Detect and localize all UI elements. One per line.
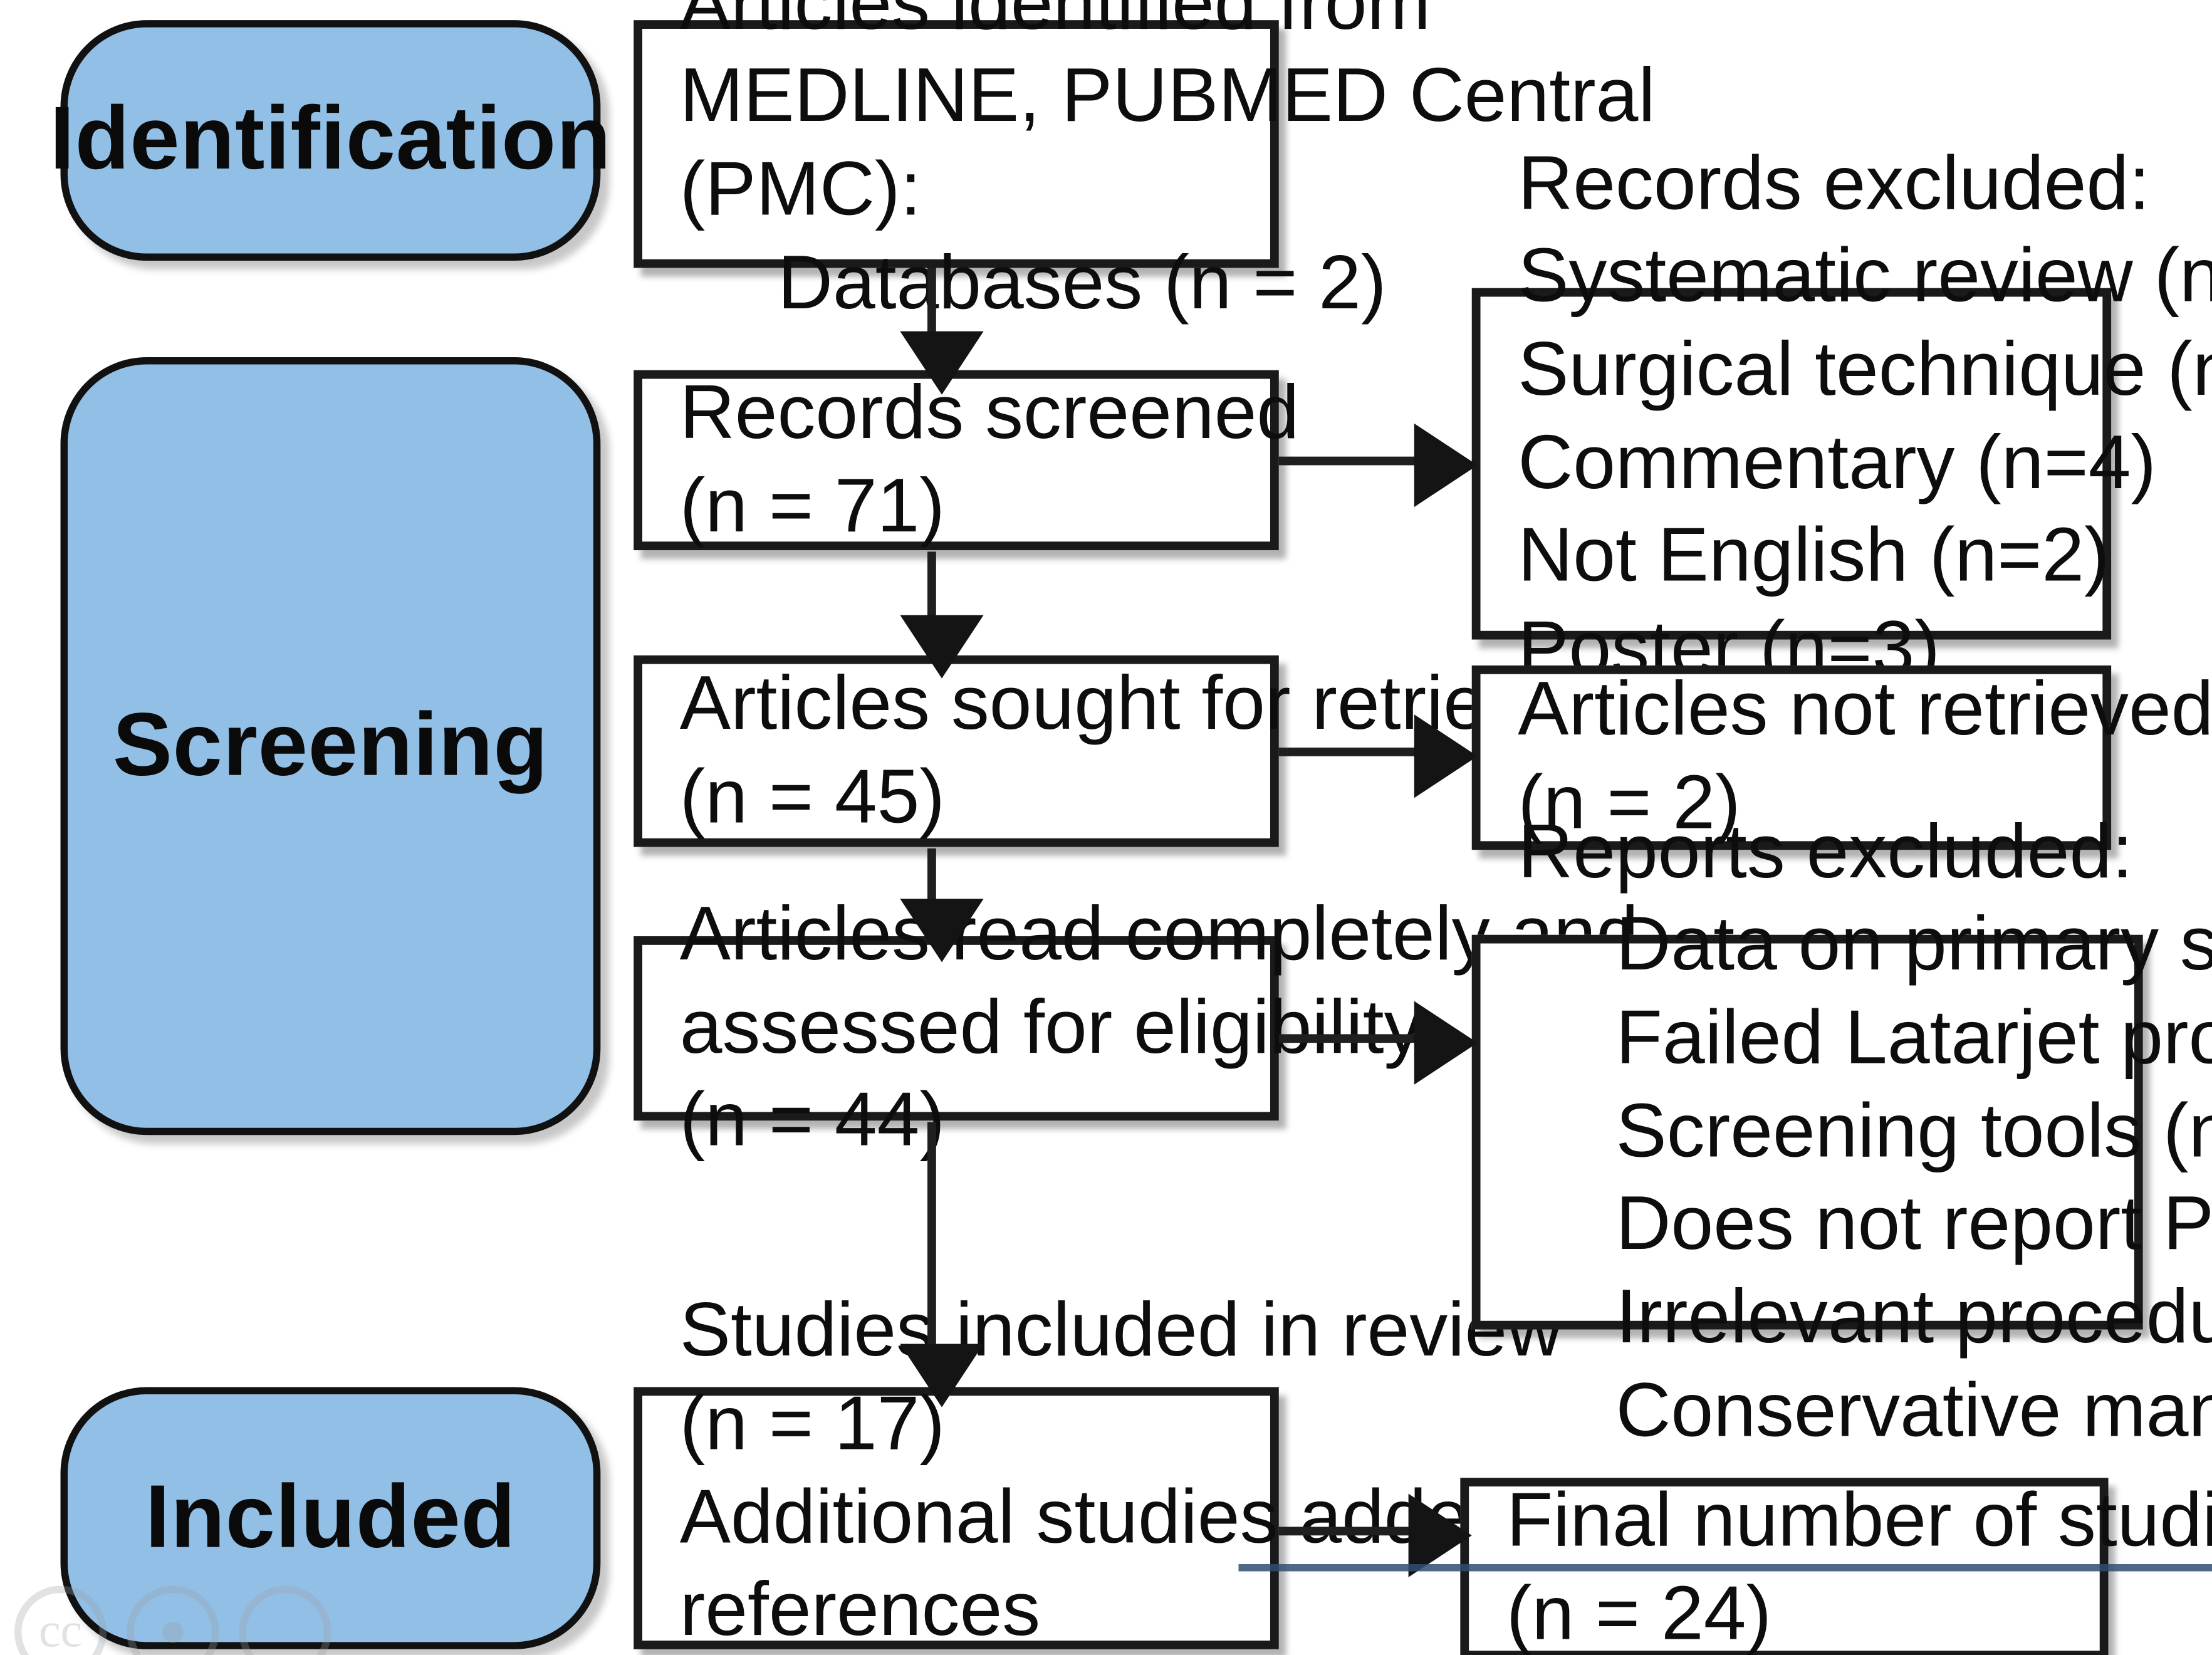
node-line: assessed for eligibility [679, 984, 1422, 1070]
cc-circle-icon [239, 1585, 331, 1655]
node-line: Does not report PRO (n=4) [1615, 1181, 2212, 1267]
arrowhead-sought-to-not-retrieved [1414, 714, 1478, 798]
stage-identification: Identification [50, 20, 611, 261]
arrowhead-read-to-reports-excluded [1414, 1001, 1478, 1085]
node-line: Screening tools (n=3) [1615, 1088, 2212, 1174]
connector-included-to-final [1278, 1527, 1417, 1536]
node-reports-excluded: Reports excluded: Data on primary surger… [1471, 809, 2212, 1453]
node-articles-identified: Articles identified from MEDLINE, PUBMED… [634, 0, 1656, 325]
connector-read-to-reports-excluded [1278, 1034, 1423, 1043]
node-line: Articles identified from [679, 0, 1431, 46]
node-line: Surgical technique (n=4) [1518, 326, 2212, 412]
node-line: (n = 44) [679, 1078, 945, 1163]
arrowhead-screened-to-sought [900, 615, 984, 679]
arrowhead-included-to-final [1408, 1493, 1472, 1577]
node-line: Conservative management (n = 1) [1615, 1367, 2212, 1453]
node-line: Articles not retrieved [1518, 667, 2212, 753]
node-line: Additional studies added from [679, 1474, 1686, 1560]
node-line: (n = 45) [679, 754, 945, 839]
footer-divider [1238, 1564, 2212, 1572]
node-line: Databases (n = 2) [778, 240, 1387, 325]
node-articles-not-retrieved: Articles not retrieved (n = 2) [1471, 665, 2212, 850]
cc-by-icon: ● [127, 1585, 219, 1655]
node-line: Not English (n=2) [1518, 513, 2110, 598]
arrowhead-screened-to-records-excluded [1414, 423, 1478, 508]
node-line: Records screened [679, 370, 1300, 455]
connector-read-to-included [927, 1122, 936, 1350]
connector-screened-to-sought [927, 551, 936, 621]
node-articles-read-assessed: Articles read completely and assessed fo… [634, 892, 1639, 1163]
footer-license-badges: cc ● [14, 1585, 331, 1655]
node-line: Irrelevant procedure (n=1) [1615, 1275, 2212, 1360]
node-line: MEDLINE, PUBMED Central [679, 53, 1656, 139]
node-line: (PMC): [679, 147, 922, 232]
node-line: Reports excluded: [1518, 809, 2134, 894]
stage-identification-label: Identification [50, 90, 612, 190]
node-line: Systematic review (n =8) [1518, 234, 2212, 319]
connector-screened-to-records-excluded [1278, 456, 1423, 466]
arrowhead-sought-to-read [900, 899, 984, 963]
connector-identified-to-screened [927, 268, 936, 337]
stage-screening-label: Screening [112, 695, 548, 795]
node-line: Data on primary surgery (n = 13) [1615, 902, 2212, 988]
node-records-screened: Records screened (n = 71) [634, 370, 1300, 551]
node-line: references [679, 1567, 1041, 1653]
stage-included-label: Included [145, 1467, 516, 1567]
node-records-excluded: Records excluded: Systematic review (n =… [1471, 141, 2212, 785]
cc-badge-icon: cc [14, 1585, 107, 1655]
node-studies-included-review: Studies included in review (n = 17) Addi… [634, 1288, 1686, 1652]
connector-sought-to-not-retrieved [1278, 747, 1423, 756]
node-line: Commentary (n=4) [1518, 420, 2157, 506]
node-line: Studies included in review [679, 1288, 1563, 1374]
node-line: (n = 2) [1518, 760, 1741, 846]
node-line: Failed Latarjet procedure (n = 3) [1615, 995, 2212, 1080]
node-articles-sought: Articles sought for retrieval (n = 45) [634, 655, 1583, 847]
node-line: (n = 24) [1506, 1571, 1772, 1655]
connector-sought-to-read [927, 848, 936, 909]
node-line: (n = 71) [679, 462, 945, 548]
node-line: Records excluded: [1518, 140, 2151, 226]
stage-screening: Screening [60, 357, 601, 1136]
arrowhead-identified-to-screened [900, 331, 984, 395]
node-line: Final number of studies [1506, 1478, 2212, 1564]
arrowhead-read-to-included [900, 1344, 984, 1407]
